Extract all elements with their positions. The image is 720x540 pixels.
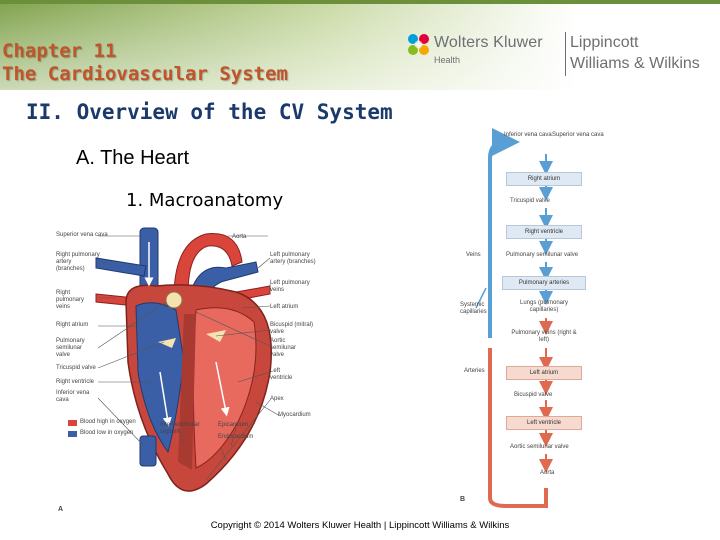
label-systemic-capillaries: Systemic capillaries (460, 302, 487, 315)
label-left-atrium: Left atrium (270, 304, 299, 310)
legend-swatch-oxygen-low (68, 431, 77, 437)
flow-step-left-atrium: Left atrium (506, 366, 582, 380)
label-arteries: Arteries (464, 368, 485, 374)
legend-label-oxygen-low: Blood low in oxygen (80, 430, 134, 436)
flow-step-aortic-semilunar-valve: Aortic semilunar valve (510, 444, 569, 450)
label-tricuspid-valve: Tricuspid valve (56, 365, 96, 371)
flow-step-left-ventricle: Left ventricle (506, 416, 582, 430)
publisher-logo: Wolters Kluwer Health Lippincott William… (406, 30, 718, 78)
label-bicuspid-valve: Bicuspid (mitral) valve (270, 322, 314, 335)
label-myocardium: Myocardium (278, 412, 311, 418)
label-pulmonary-semilunar-valve: Pulmonary semilunar valve (56, 338, 85, 358)
label-inferior-vena-cava: Inferior vena cava (56, 390, 90, 403)
label-right-ventricle: Right ventricle (56, 379, 95, 385)
legend-swatch-oxygen-high (68, 420, 77, 426)
flow-step-lungs: Lungs (pulmonary capillaries) (519, 300, 569, 313)
label-superior-vena-cava: Superior vena cava (56, 232, 108, 238)
logo-lww: Lippincott Williams & Wilkins (570, 32, 700, 74)
label-veins: Veins (466, 252, 481, 258)
chapter-number: Chapter 11 (2, 40, 117, 62)
label-left-ventricle: Left ventricle (270, 368, 293, 381)
banner-gradient (0, 0, 720, 90)
flow-step-pulmonary-arteries: Pulmonary arteries (502, 276, 586, 290)
flow-step-pulmonary-veins: Pulmonary veins (right & left) (511, 330, 577, 343)
blood-flow-diagram: Inferior vena cava Superior vena cava Ri… (456, 128, 720, 513)
logo-lww-line2: Williams & Wilkins (570, 55, 700, 72)
logo-divider (565, 32, 566, 76)
label-right-pulmonary-artery: Right pulmonary artery (branches) (56, 252, 100, 272)
logo-sub: Health (434, 55, 461, 65)
flow-step-right-atrium: Right atrium (506, 172, 582, 186)
item-heading: 1. Macroanatomy (126, 190, 284, 211)
label-interventricular-septum: Interventricular septum (160, 422, 200, 435)
heart-anatomy-figure: Superior vena cava Right pulmonary arter… (56, 222, 328, 522)
label-epicardium: Epicardium (218, 422, 249, 428)
label-right-atrium: Right atrium (56, 322, 89, 328)
wolters-kluwer-logo-icon (408, 34, 429, 55)
header-banner (0, 0, 720, 90)
panel-label-b: B (460, 496, 466, 503)
logo-lww-line1: Lippincott (570, 34, 639, 51)
flow-lines (475, 128, 553, 508)
subsection-heading: A. The Heart (76, 147, 190, 169)
label-left-pulmonary-artery: Left pulmonary artery (branches) (270, 252, 316, 265)
label-endocardium: Endocardium (218, 434, 254, 440)
chapter-name: The Cardiovascular System (2, 63, 288, 85)
label-aorta: Aorta (232, 234, 247, 240)
flow-step-aorta: Aorta (540, 470, 555, 476)
copyright-footer: Copyright © 2014 Wolters Kluwer Health |… (210, 520, 510, 531)
heart-illustration (95, 227, 281, 492)
label-inferior-vena-cava-flow: Inferior vena cava (504, 132, 552, 138)
chapter-title: Chapter 11 The Cardiovascular System (2, 40, 288, 86)
panel-label-a: A (58, 506, 64, 513)
section-title: II. Overview of the CV System (26, 100, 393, 124)
legend-label-oxygen-high: Blood high in oxygen (80, 419, 136, 425)
label-right-pulmonary-veins: Right pulmonary veins (56, 290, 85, 310)
flow-step-right-ventricle: Right ventricle (506, 225, 582, 239)
label-apex: Apex (270, 396, 284, 402)
flow-step-pulmonary-semilunar-valve: Pulmonary semilunar valve (506, 252, 579, 258)
flow-step-bicuspid-valve: Bicuspid valve (514, 392, 553, 398)
label-left-pulmonary-veins: Left pulmonary veins (270, 280, 310, 293)
flow-step-tricuspid-valve: Tricuspid valve (510, 198, 550, 204)
logo-name: Wolters Kluwer (434, 34, 543, 51)
label-aortic-semilunar-valve: Aortic semilunar valve (270, 338, 297, 358)
label-superior-vena-cava-flow: Superior vena cava (552, 132, 604, 138)
